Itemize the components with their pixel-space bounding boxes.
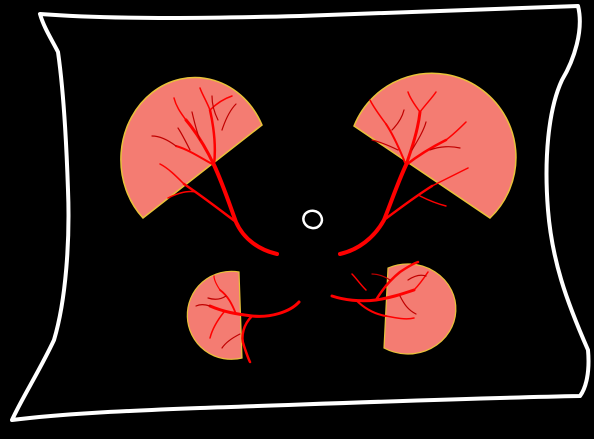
upper-right-lobe — [340, 73, 516, 254]
upper-left-lobe-shape — [121, 78, 262, 218]
lower-left-lobe-shape — [187, 271, 242, 359]
upper-left-lobe — [121, 78, 277, 254]
body-outline — [12, 6, 589, 420]
lower-left-lobe — [187, 271, 299, 362]
center-ring-mark — [303, 211, 321, 228]
lower-right-lobe — [332, 262, 456, 354]
